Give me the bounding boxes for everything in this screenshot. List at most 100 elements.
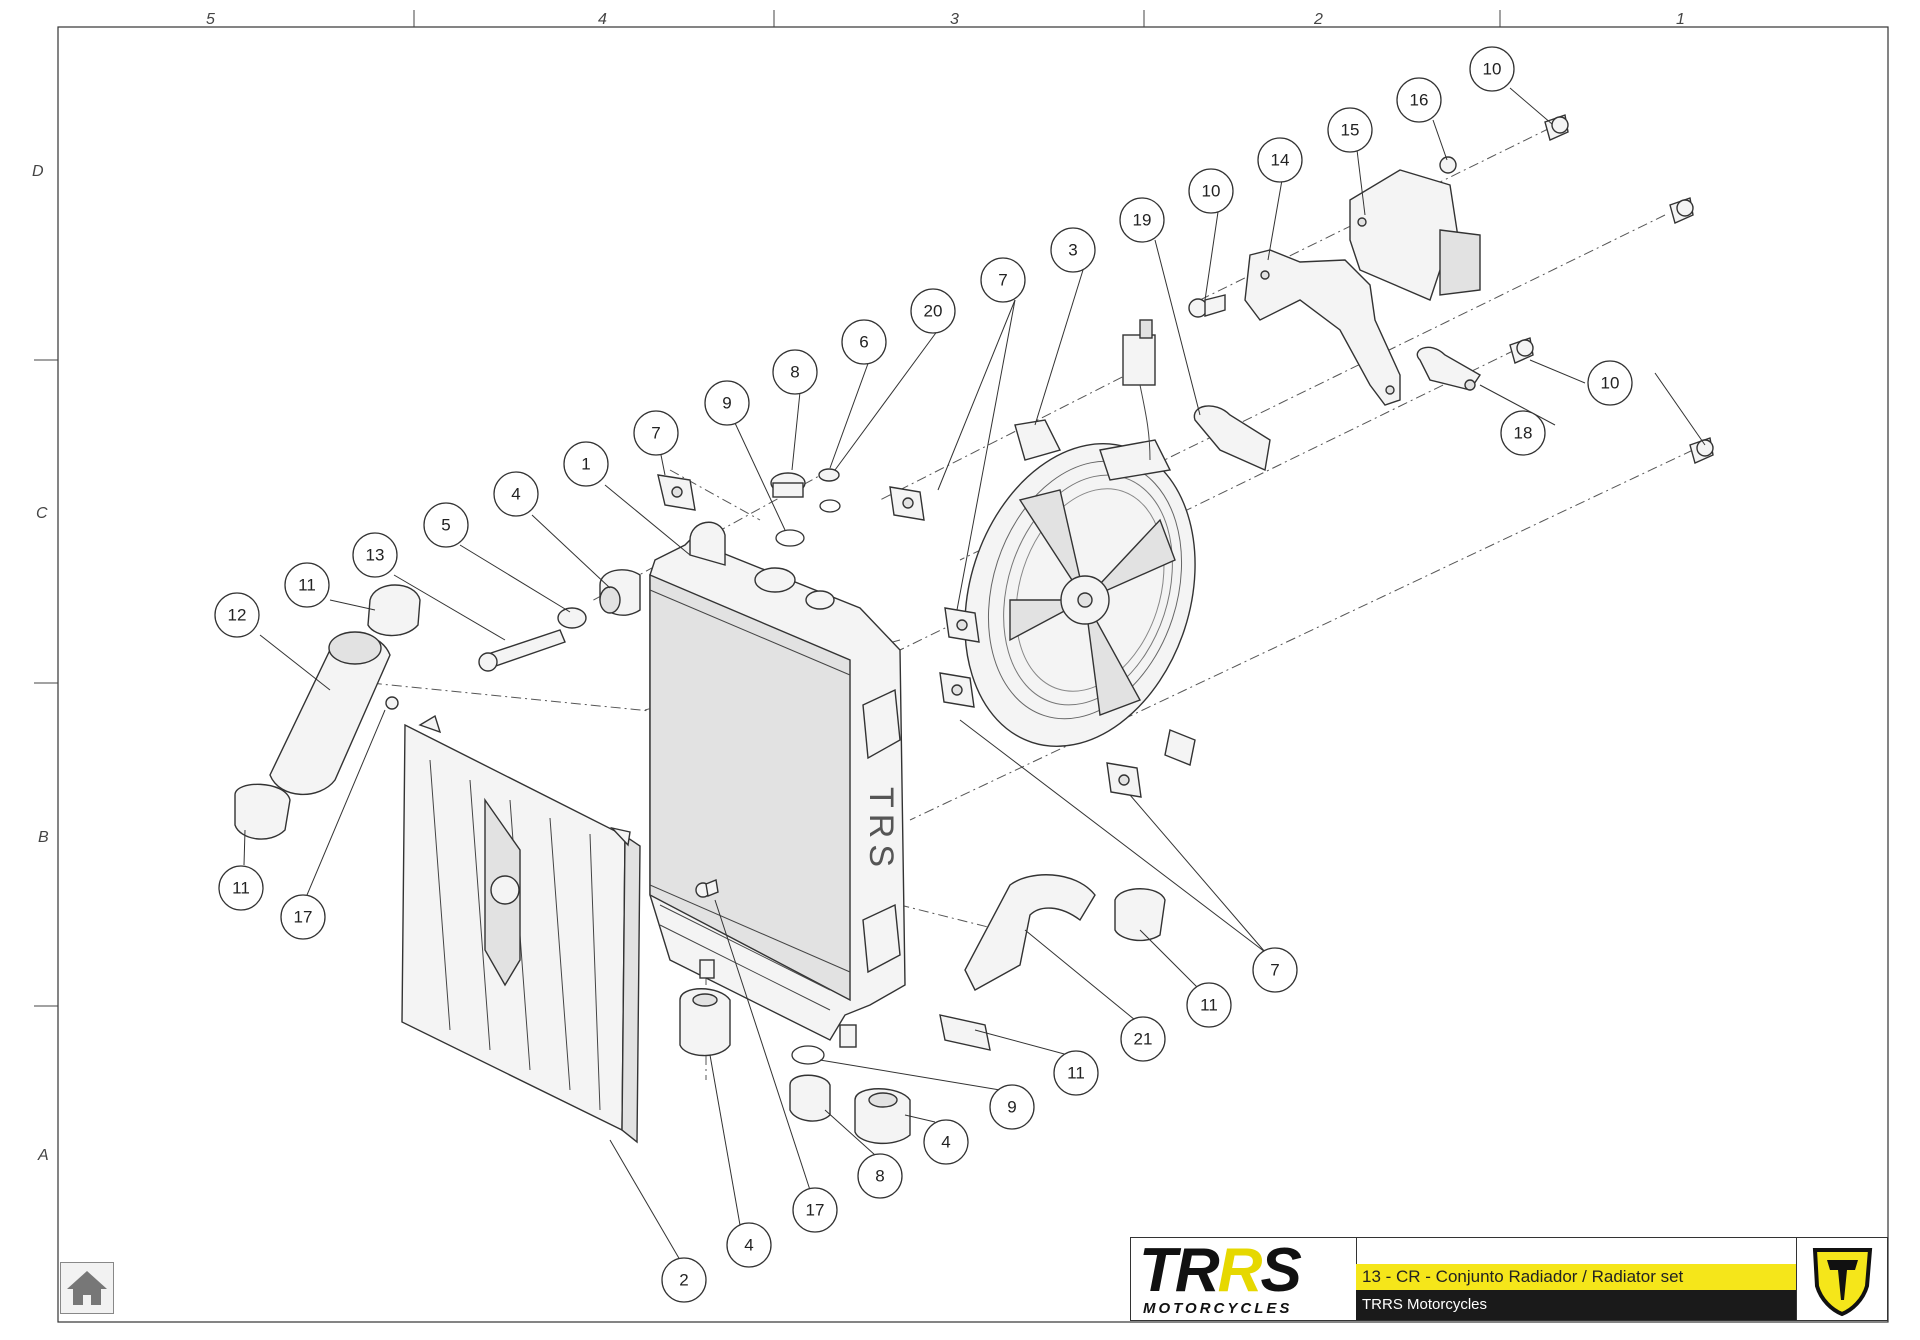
- callout-5: 5: [423, 502, 469, 548]
- callout-17-left: 17: [280, 894, 326, 940]
- svg-text:16: 16: [1410, 91, 1429, 110]
- callout-10-right: 10: [1587, 360, 1633, 406]
- row-label-c: C: [36, 505, 48, 522]
- svg-text:4: 4: [941, 1133, 950, 1152]
- callout-6: 6: [841, 319, 887, 365]
- callout-11-bottom: 11: [1053, 1050, 1099, 1096]
- callout-11-right: 11: [1186, 982, 1232, 1028]
- lower-hose: [939, 874, 1166, 1051]
- callout-9-bottom: 9: [989, 1084, 1035, 1130]
- svg-text:2: 2: [679, 1271, 688, 1290]
- svg-text:11: 11: [232, 879, 250, 898]
- svg-text:13: 13: [366, 546, 385, 565]
- fittings: [385, 468, 911, 1145]
- row-label-a: A: [37, 1147, 49, 1164]
- callout-14: 14: [1257, 137, 1303, 183]
- callout-21: 21: [1120, 1016, 1166, 1062]
- callout-9-top: 9: [704, 380, 750, 426]
- callout-11-top: 11: [284, 562, 330, 608]
- title-block: TRRS MOTORCYCLES 13 - CR - Conjunto Radi…: [1130, 1237, 1888, 1321]
- svg-text:18: 18: [1514, 424, 1533, 443]
- radiator-brand-text: TRS: [862, 787, 900, 873]
- column-label-5: 5: [206, 11, 215, 28]
- callout-17-bottom: 17: [792, 1187, 838, 1233]
- upper-hose: [234, 584, 421, 840]
- trrs-logo: TRRS MOTORCYCLES: [1131, 1238, 1357, 1320]
- callout-15: 15: [1327, 107, 1373, 153]
- column-label-1: 1: [1676, 11, 1685, 28]
- fan-connector: [1122, 319, 1156, 461]
- svg-text:12: 12: [228, 606, 247, 625]
- svg-text:6: 6: [859, 333, 868, 352]
- svg-text:11: 11: [1200, 996, 1218, 1015]
- svg-text:10: 10: [1601, 374, 1620, 393]
- drawing-subtitle: TRRS Motorcycles: [1356, 1290, 1796, 1320]
- svg-text:20: 20: [924, 302, 943, 321]
- svg-text:7: 7: [998, 271, 1007, 290]
- drawing-frame: [57, 26, 1889, 1323]
- svg-text:9: 9: [1007, 1098, 1016, 1117]
- svg-text:7: 7: [1270, 961, 1279, 980]
- trrs-shield-icon: [1796, 1238, 1888, 1320]
- svg-text:10: 10: [1483, 60, 1502, 79]
- cooling-fan: [964, 419, 1196, 766]
- callout-1: 1: [563, 441, 609, 487]
- callout-8-bottom: 8: [857, 1153, 903, 1199]
- callout-4-bottom-right: 4: [923, 1119, 969, 1165]
- callout-4-bottom: 4: [726, 1222, 772, 1268]
- callout-7-top: 7: [980, 257, 1026, 303]
- logo-wordmark: TRRS: [1139, 1236, 1302, 1305]
- column-label-3: 3: [950, 11, 959, 28]
- mounting-bracket: [1244, 249, 1401, 406]
- drawing-title: 13 - CR - Conjunto Radiador / Radiator s…: [1356, 1264, 1796, 1290]
- svg-text:17: 17: [806, 1201, 825, 1220]
- svg-text:8: 8: [875, 1167, 884, 1186]
- logo-subtext: MOTORCYCLES: [1143, 1300, 1293, 1317]
- callout-11-bottom-left: 11: [218, 865, 264, 911]
- svg-text:8: 8: [790, 363, 799, 382]
- column-label-2: 2: [1313, 11, 1323, 28]
- wire-strap: [1193, 405, 1271, 472]
- svg-text:4: 4: [744, 1236, 753, 1255]
- callout-20: 20: [910, 288, 956, 334]
- callout-10-mid: 10: [1188, 168, 1234, 214]
- svg-text:7: 7: [651, 424, 660, 443]
- home-icon: [67, 1271, 107, 1305]
- callout-10-top: 10: [1469, 46, 1515, 92]
- row-label-d: D: [32, 163, 44, 180]
- svg-text:17: 17: [294, 908, 313, 927]
- callout-12: 12: [214, 592, 260, 638]
- callout-8-top: 8: [772, 349, 818, 395]
- home-button[interactable]: [60, 1262, 114, 1314]
- radiator-shroud: [401, 714, 641, 1144]
- svg-text:9: 9: [722, 394, 731, 413]
- radiator-core: TRS: [649, 521, 906, 1048]
- speed-nuts: [657, 474, 1142, 798]
- svg-text:5: 5: [441, 516, 450, 535]
- column-label-4: 4: [598, 11, 607, 28]
- svg-text:10: 10: [1202, 182, 1221, 201]
- callout-19: 19: [1119, 197, 1165, 243]
- screws: [1188, 114, 1714, 464]
- voltage-regulator: [1349, 169, 1481, 301]
- callout-7-bottom: 7: [1252, 947, 1298, 993]
- frame-ticks: [34, 10, 1501, 1007]
- row-label-b: B: [38, 829, 49, 846]
- hose-clip: [1416, 346, 1481, 391]
- callout-13: 13: [352, 532, 398, 578]
- svg-text:14: 14: [1271, 151, 1290, 170]
- callout-7-left: 7: [633, 410, 679, 456]
- svg-text:21: 21: [1134, 1030, 1153, 1049]
- callout-4-top: 4: [493, 471, 539, 517]
- svg-text:15: 15: [1341, 121, 1360, 140]
- svg-text:1: 1: [581, 455, 590, 474]
- callout-18: 18: [1500, 410, 1546, 456]
- svg-text:4: 4: [511, 485, 520, 504]
- leader-lines: [243, 87, 1706, 1261]
- svg-text:11: 11: [1067, 1064, 1085, 1083]
- callout-3: 3: [1050, 227, 1096, 273]
- callout-2: 2: [661, 1257, 707, 1303]
- callout-16: 16: [1396, 77, 1442, 123]
- svg-text:11: 11: [298, 576, 316, 595]
